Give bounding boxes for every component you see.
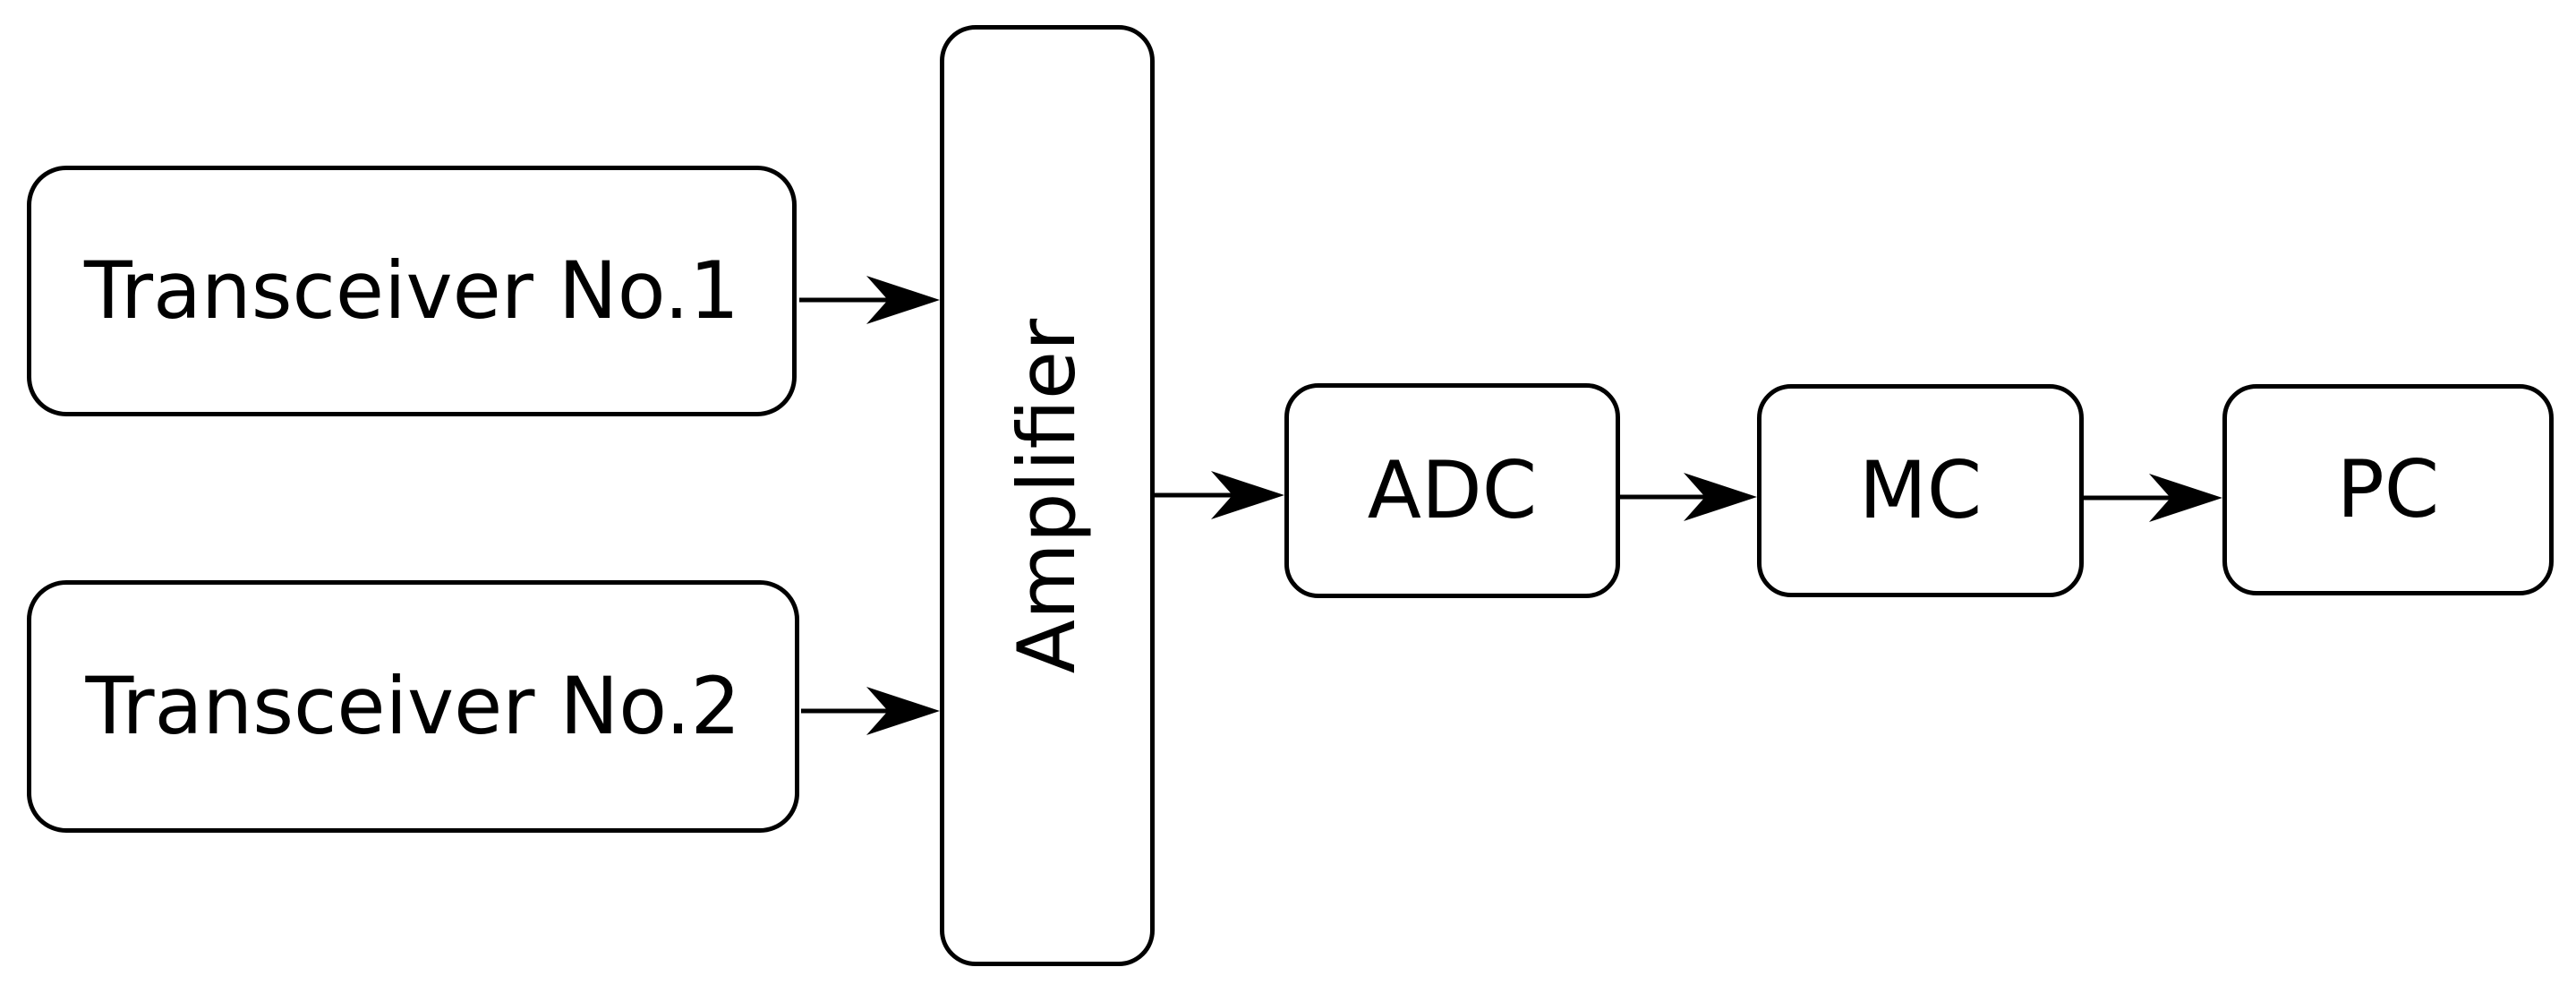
- node-pc: PC: [2222, 384, 2554, 595]
- arrow-mc-to-pc: [2084, 474, 2222, 522]
- arrow-adc-to-mc: [1620, 473, 1757, 521]
- arrow-transceiver2-to-amplifier: [801, 687, 940, 735]
- node-transceiver-2-label: Transceiver No.2: [85, 660, 741, 752]
- node-amplifier: Amplifier: [940, 25, 1155, 966]
- node-mc: MC: [1757, 384, 2084, 597]
- node-transceiver-2: Transceiver No.2: [27, 580, 799, 833]
- node-adc-label: ADC: [1367, 444, 1538, 536]
- node-mc-label: MC: [1858, 444, 1983, 536]
- node-amplifier-label: Amplifier: [1001, 318, 1093, 673]
- arrow-transceiver1-to-amplifier: [799, 276, 940, 324]
- node-adc: ADC: [1284, 383, 1620, 598]
- arrow-amplifier-to-adc: [1155, 471, 1284, 519]
- node-transceiver-1-label: Transceiver No.1: [84, 244, 739, 337]
- node-transceiver-1: Transceiver No.1: [27, 166, 797, 416]
- node-pc-label: PC: [2336, 443, 2440, 535]
